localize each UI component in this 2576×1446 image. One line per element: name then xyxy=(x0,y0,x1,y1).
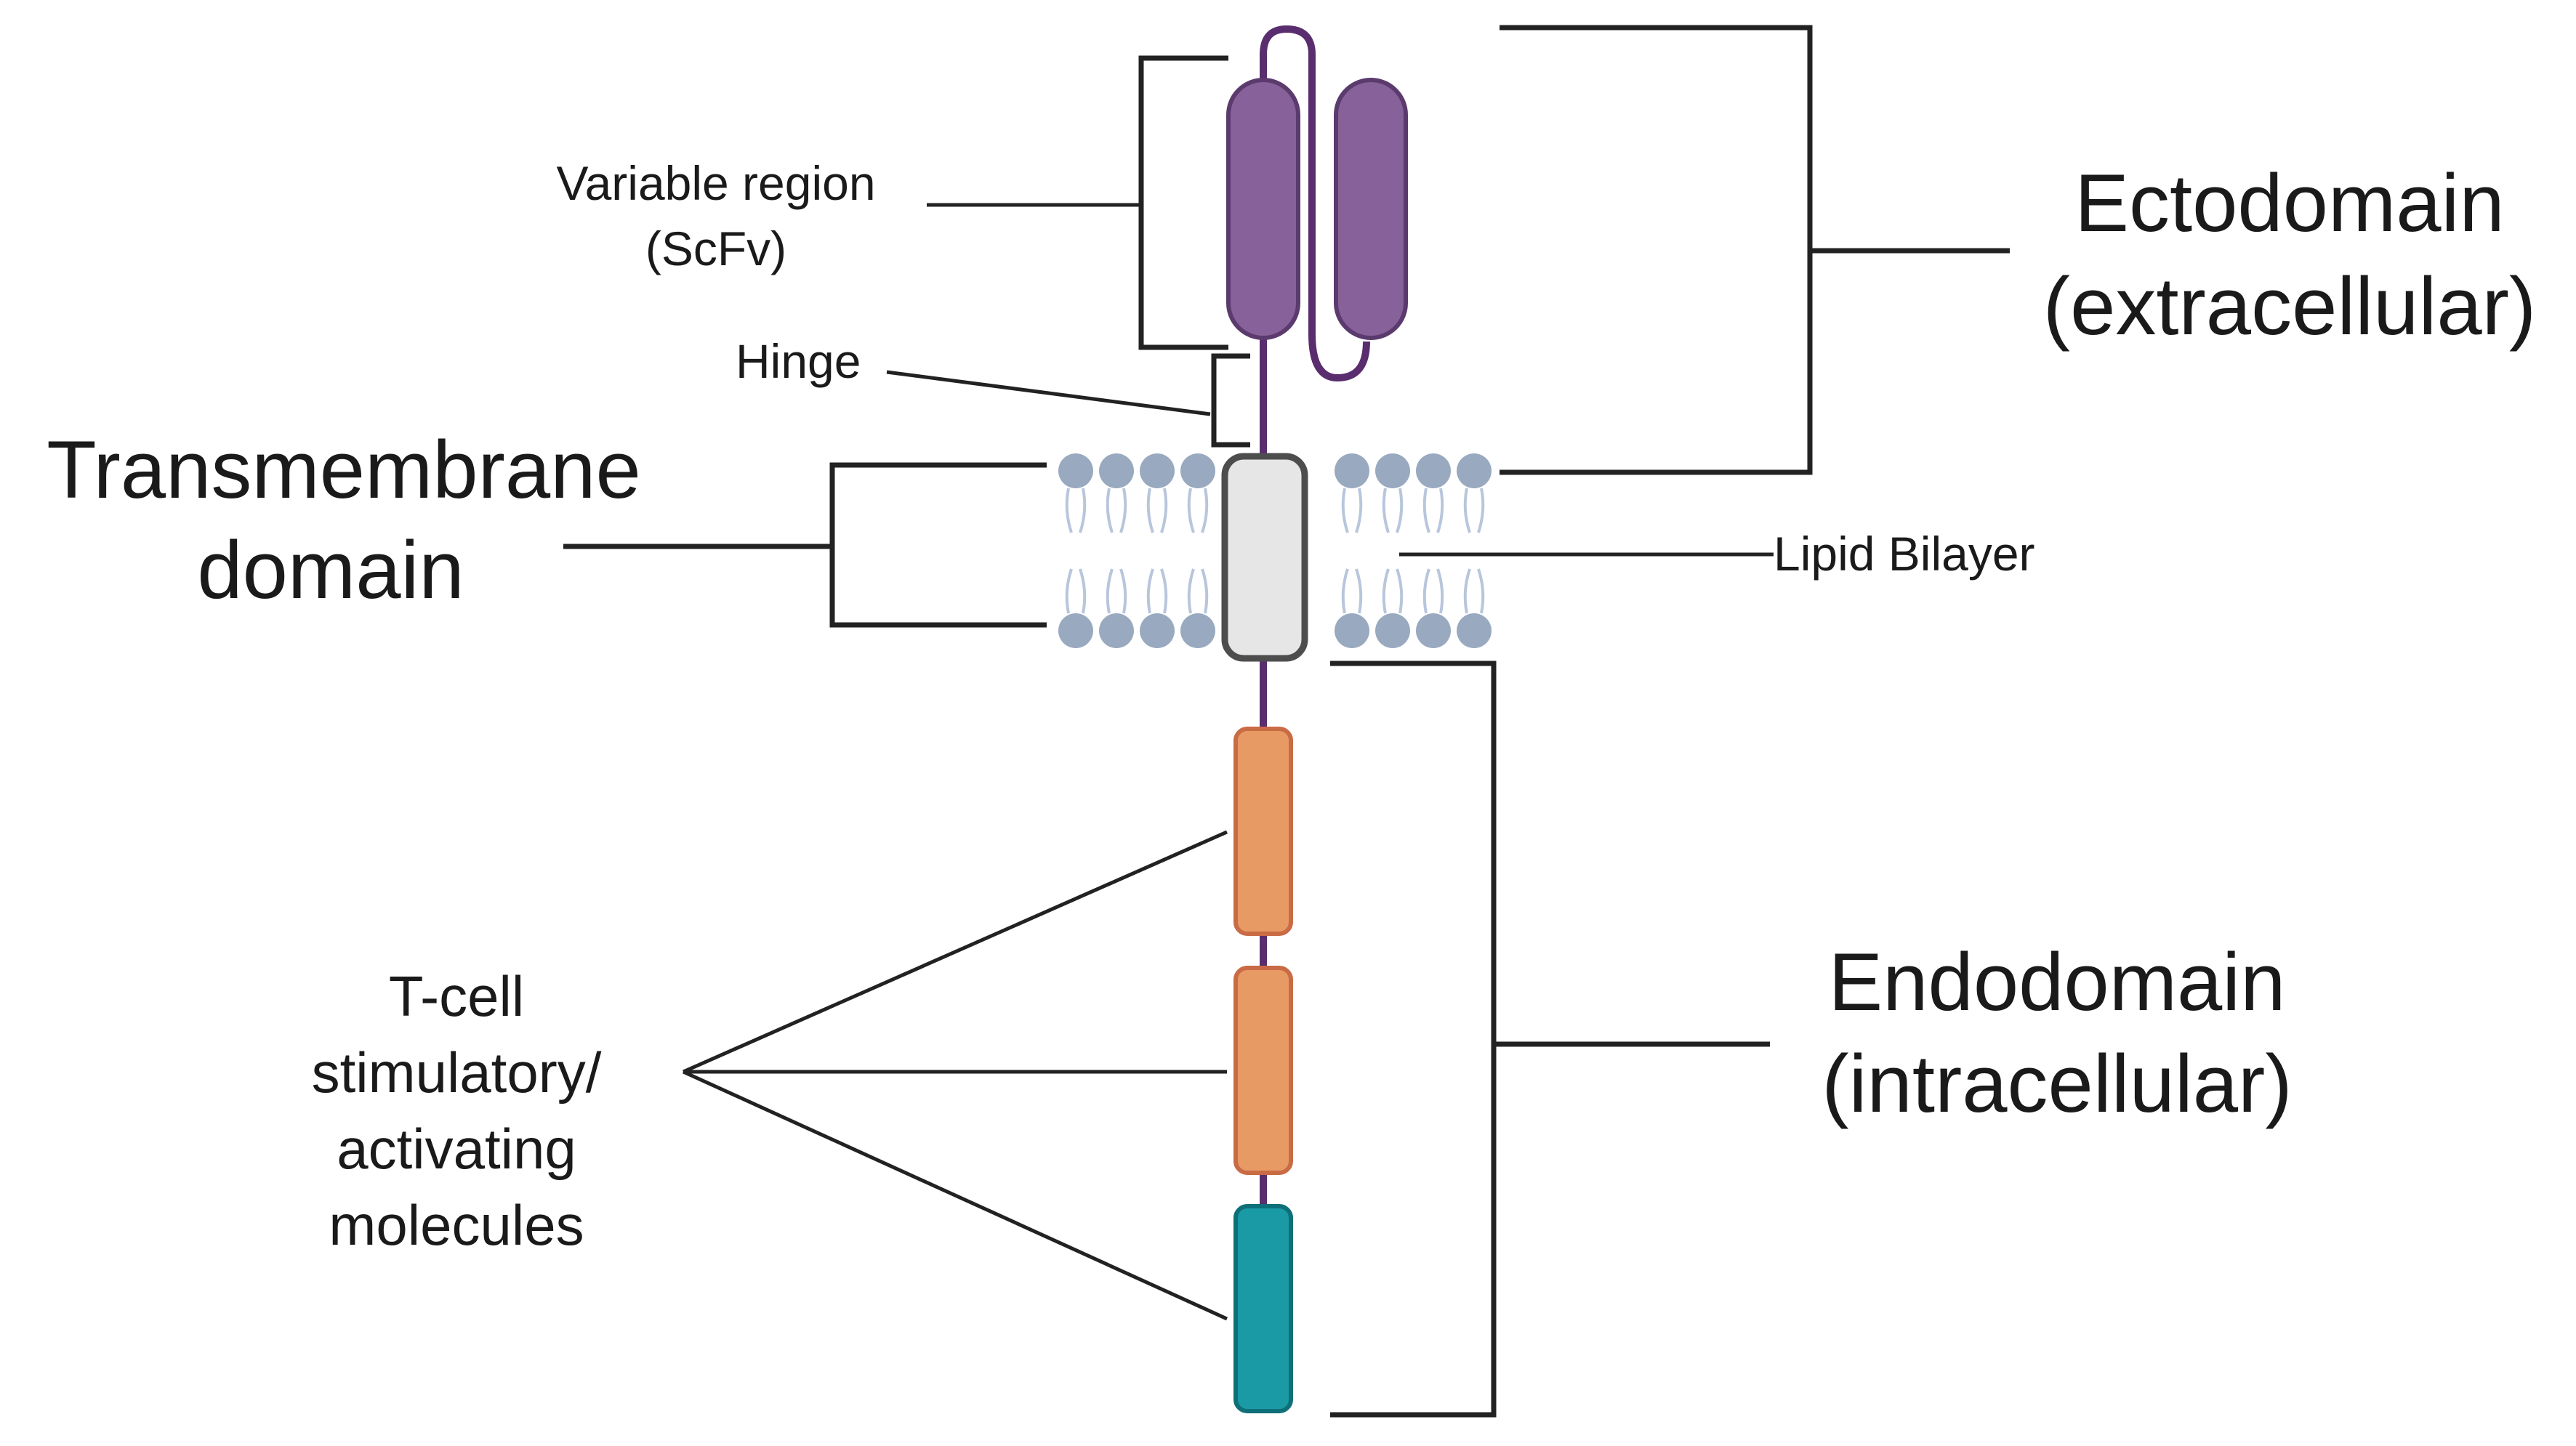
lipid-tail xyxy=(1436,488,1444,533)
lipid-bilayer xyxy=(1058,453,1492,648)
lipid-tail xyxy=(1146,568,1154,614)
lipid-tail xyxy=(1396,488,1404,533)
costimulatory-domain-1 xyxy=(1233,727,1293,936)
lipid-head xyxy=(1416,613,1451,648)
transmembrane-block xyxy=(1221,453,1308,662)
lipid-tail xyxy=(1355,568,1363,614)
lipid-bilayer-label: Lipid Bilayer xyxy=(1774,527,2035,581)
lipid-head xyxy=(1335,613,1369,648)
lipid-tail xyxy=(1477,568,1485,614)
variable-region-bracket xyxy=(1138,55,1228,350)
lipid-head xyxy=(1180,613,1215,648)
lipid-head xyxy=(1416,453,1451,488)
lipid-tail xyxy=(1187,488,1195,533)
ectodomain-sublabel: (extracellular) xyxy=(2043,261,2536,352)
transmembrane-bracket xyxy=(829,462,1047,628)
tcell-label-line-3: activating xyxy=(337,1117,576,1181)
hinge-bracket xyxy=(1211,353,1250,448)
ectodomain-bracket xyxy=(1500,25,1813,475)
lipid-head xyxy=(1375,613,1410,648)
endodomain-bracket xyxy=(1330,661,1497,1418)
activating-domain xyxy=(1233,1204,1293,1413)
lipid-tail xyxy=(1463,488,1471,533)
lipid-tail xyxy=(1382,488,1390,533)
lipid-head xyxy=(1335,453,1369,488)
lipid-tail xyxy=(1422,568,1430,614)
tcell-label-line-2: stimulatory/ xyxy=(312,1041,602,1104)
lipid-tail xyxy=(1422,488,1430,533)
lipid-head xyxy=(1058,453,1093,488)
transmembrane-sublabel: domain xyxy=(197,525,464,615)
tcell-leader-1 xyxy=(682,830,1228,1074)
scfv-light-chain xyxy=(1334,78,1408,340)
lipid-tail xyxy=(1341,568,1349,614)
ectodomain-label: Ectodomain xyxy=(2074,158,2504,249)
hinge-leader xyxy=(886,370,1211,416)
lipid-tail xyxy=(1119,568,1127,614)
variable-region-label: Variable region xyxy=(556,156,875,210)
scfv-linker-loop xyxy=(1260,25,1370,382)
variable-region-sublabel: (ScFv) xyxy=(645,222,786,275)
lipid-head xyxy=(1140,613,1175,648)
lipid-tail xyxy=(1065,568,1073,614)
lipid-tail xyxy=(1201,568,1209,614)
lipid-tail xyxy=(1201,488,1209,533)
hinge-label: Hinge xyxy=(736,334,861,388)
lipid-head xyxy=(1457,453,1492,488)
lipid-tail xyxy=(1396,568,1404,614)
lipid-tail xyxy=(1119,488,1127,533)
lipid-tail xyxy=(1160,488,1168,533)
costimulatory-domain-2 xyxy=(1233,966,1293,1175)
lipid-tail xyxy=(1079,488,1087,533)
lipid-tail xyxy=(1160,568,1168,614)
tcell-leader-3 xyxy=(682,1070,1228,1321)
lipid-tail xyxy=(1382,568,1390,614)
lipid-tail xyxy=(1187,568,1195,614)
endodomain-label: Endodomain xyxy=(1829,937,2286,1027)
lipid-tail xyxy=(1106,568,1114,614)
tcell-label-line-4: molecules xyxy=(329,1193,584,1257)
lipid-tail xyxy=(1477,488,1485,533)
lipid-tail xyxy=(1436,568,1444,614)
lipid-head xyxy=(1457,613,1492,648)
lipid-head xyxy=(1375,453,1410,488)
transmembrane-label: Transmembrane xyxy=(47,424,640,515)
scfv-heavy-chain xyxy=(1226,78,1300,340)
lipid-head xyxy=(1099,453,1134,488)
lipid-tail xyxy=(1463,568,1471,614)
endodomain-sublabel: (intracellular) xyxy=(1822,1038,2292,1129)
lipid-tail xyxy=(1079,568,1087,614)
lipid-head xyxy=(1058,613,1093,648)
car-molecule xyxy=(1221,25,1408,1413)
lipid-tail xyxy=(1106,488,1114,533)
lipid-tail xyxy=(1341,488,1349,533)
lipid-head xyxy=(1180,453,1215,488)
lipid-head xyxy=(1140,453,1175,488)
tcell-label-line-1: T-cell xyxy=(389,964,524,1028)
lipid-tail xyxy=(1355,488,1363,533)
lipid-tail xyxy=(1146,488,1154,533)
lipid-head xyxy=(1099,613,1134,648)
lipid-tail xyxy=(1065,488,1073,533)
